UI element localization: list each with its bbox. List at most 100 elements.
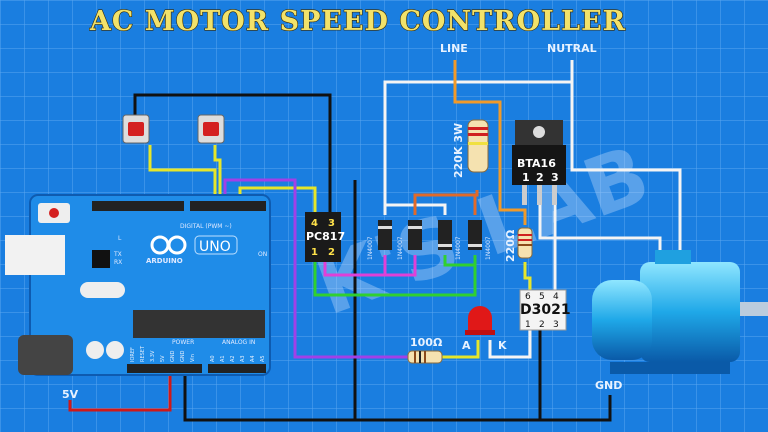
gnd-label: GND: [595, 379, 622, 392]
pin-label-a3: A3: [240, 355, 246, 362]
led-anode-label: A: [462, 339, 471, 352]
pin-1: 1: [525, 320, 531, 330]
line-label: LINE: [440, 42, 468, 55]
moc3021-label: D3021: [520, 302, 571, 318]
wire-gnd: [183, 368, 612, 422]
wire-white-neutral-motor: [570, 60, 682, 250]
resistor-220-ohm: 220Ω: [504, 227, 533, 262]
resistor-220k-label: 220K 3W: [452, 123, 465, 178]
neutral-label: NUTRAL: [547, 42, 597, 55]
diode-4: 1N4007: [468, 220, 492, 260]
wire-purple-led: [223, 178, 410, 359]
diode-label: 1N4007: [397, 236, 404, 260]
pin-5: 5: [539, 292, 545, 302]
pin-4: 4: [311, 218, 318, 229]
power-header: [127, 364, 202, 373]
pin-2: 2: [539, 320, 545, 330]
pin-label-ioref: IOREF: [130, 347, 136, 362]
usb-chip: [92, 250, 110, 268]
resistor-220-ohm-label: 220Ω: [504, 229, 517, 262]
arduino-model: UNO: [199, 239, 231, 255]
pin-6: 6: [525, 292, 531, 302]
crystal: [80, 282, 125, 298]
resistor-100-ohm: 100Ω: [407, 336, 443, 364]
wire-yellow-led-a: [440, 340, 480, 359]
pin-1: 1: [522, 171, 530, 184]
moc3021-driver: 6 5 4 D3021 1 2 3: [519, 289, 571, 331]
atmega-chip: [133, 310, 265, 338]
red-led: A K: [462, 306, 507, 352]
on-label: ON: [258, 251, 267, 258]
arduino-brand: ARDUINO: [146, 257, 183, 265]
pin-label-a5: A5: [260, 355, 266, 362]
diode-2: 1N4007: [397, 220, 422, 260]
push-button-1[interactable]: [122, 114, 150, 144]
wire-green-2: [443, 255, 475, 267]
pin-label-a1: A1: [220, 355, 226, 362]
bridge-diodes: 1N4007 1N4007 1N4007 1N4007: [367, 220, 492, 260]
pin-2: 2: [328, 247, 335, 258]
resistor-100-ohm-label: 100Ω: [410, 336, 443, 349]
wire-magenta: [323, 255, 417, 277]
wire-white-mt2: [538, 195, 662, 255]
pin-label-gnd-2: GND: [180, 350, 186, 362]
pin-2: 2: [536, 171, 544, 184]
usb-port: [5, 235, 65, 275]
wire-yellow-moc: [523, 262, 532, 290]
diode-label: 1N4007: [455, 236, 462, 260]
wire-white-diode: [385, 203, 447, 215]
digital-label: DIGITAL (PWM ~): [180, 223, 232, 230]
analog-header: [208, 364, 266, 373]
diode-1: 1N4007: [367, 220, 392, 260]
pin-3: 3: [553, 320, 559, 330]
wire-green: [313, 255, 477, 297]
led-l-label: L: [118, 235, 122, 242]
wire-yellow-button2: [213, 145, 222, 195]
wire-yellow-opto: [238, 186, 317, 212]
pin-label-5v: 5V: [160, 355, 166, 362]
wire-white-led-k: [488, 330, 532, 359]
bta16-label: BTA16: [517, 157, 556, 170]
diode-3: 1N4007: [438, 220, 462, 260]
arduino-uno-board: DIGITAL (PWM ~) L TX RX ON ARDUINO UNO P…: [5, 194, 271, 376]
pc817-label: PC817: [306, 230, 345, 243]
pin-4: 4: [553, 292, 559, 302]
pin-label-reset: RESET: [140, 345, 146, 362]
power-pin-labels: IOREF RESET 3.3V 5V GND GND Vin: [130, 345, 196, 362]
wire-orange-line: [453, 60, 527, 225]
pin-3: 3: [328, 218, 335, 229]
resistor-220k: 220K 3W: [452, 119, 489, 178]
arduino-logo-icon: [150, 235, 187, 255]
wire-white-neutral-top: [383, 80, 572, 215]
tx-label: TX: [113, 251, 122, 258]
wire-black-button: [133, 93, 332, 215]
led-cathode-label: K: [498, 339, 507, 352]
pin-label-vin: Vin: [190, 354, 196, 362]
digital-header-left: [92, 201, 184, 211]
analog-label: ANALOG IN: [222, 339, 255, 346]
wire-orange-diode: [413, 190, 479, 215]
wire-5v: [68, 368, 172, 412]
pc817-optocoupler: 4 3 PC817 1 2: [305, 212, 345, 262]
diagram-title: AC MOTOR SPEED CONTROLLER: [89, 6, 626, 37]
wire-yellow-button: [148, 145, 217, 195]
wires: [68, 60, 682, 422]
push-button-2[interactable]: [197, 114, 225, 144]
pin-label-gnd-1: GND: [170, 350, 176, 362]
pin-3: 3: [551, 171, 559, 184]
bta16-triac: BTA16 1 2 3: [512, 120, 566, 205]
power-jack: [18, 335, 73, 375]
pin-label-a4: A4: [250, 355, 256, 362]
pin-label-3v3: 3.3V: [150, 350, 156, 362]
digital-header-right: [190, 201, 266, 211]
five-volt-label: 5V: [62, 388, 79, 401]
rx-label: RX: [114, 259, 122, 266]
power-label: POWER: [172, 339, 194, 346]
analog-pin-labels: A0 A1 A2 A3 A4 A5: [210, 355, 266, 362]
ac-motor: [592, 250, 768, 374]
pin-label-a2: A2: [230, 355, 236, 362]
diode-label: 1N4007: [367, 236, 374, 260]
pin-1: 1: [311, 247, 318, 258]
